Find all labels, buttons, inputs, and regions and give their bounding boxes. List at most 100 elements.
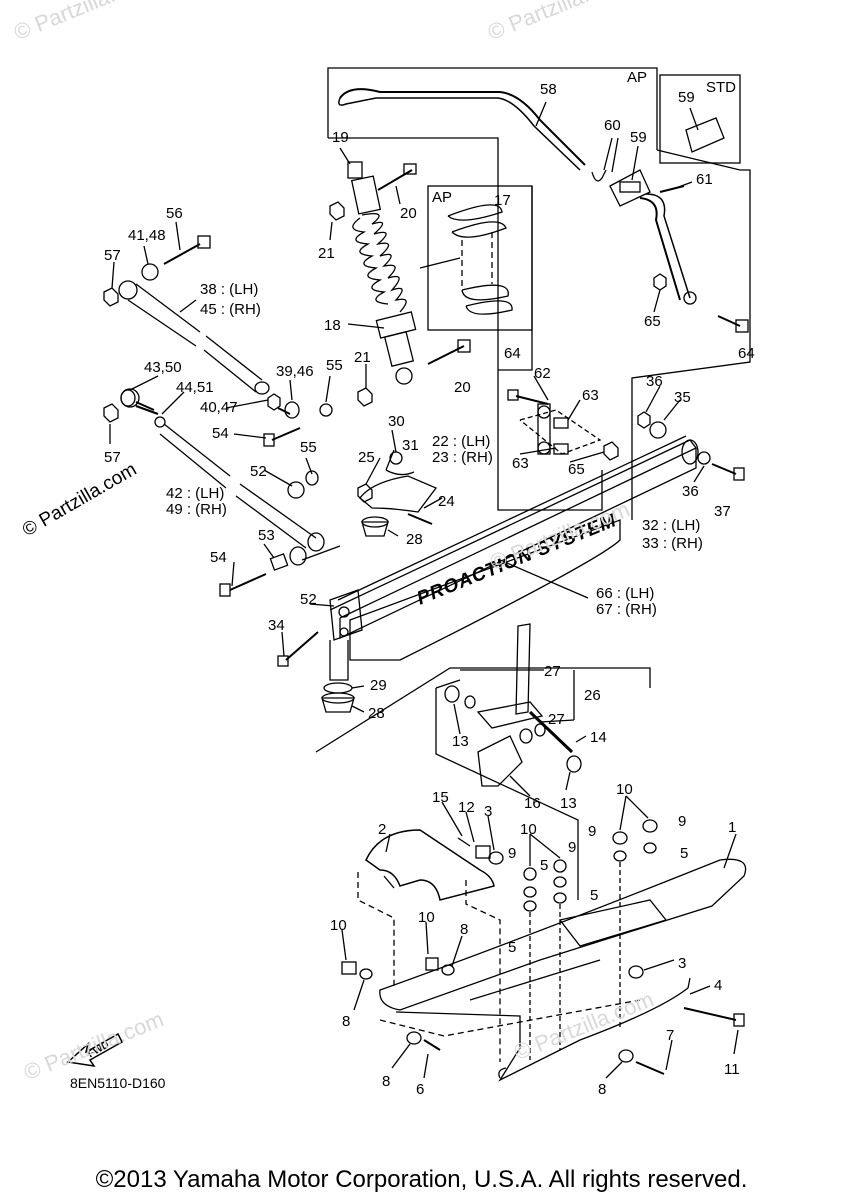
part-callout-p52a: 52 bbox=[250, 463, 267, 480]
part-callout-p19: 19 bbox=[332, 129, 349, 146]
part-callout-p3b: 3 bbox=[678, 955, 687, 972]
part-callout-p55a: 55 bbox=[326, 357, 343, 374]
part-callout-p49: 49 : (RH) bbox=[166, 501, 227, 518]
part-callout-p4350: 43,50 bbox=[144, 359, 182, 376]
part-callout-p3a: 3 bbox=[484, 803, 493, 820]
part-callout-p36a: 36 bbox=[646, 373, 663, 390]
part-callout-p27b: 27 bbox=[548, 711, 565, 728]
part-callout-p61: 61 bbox=[696, 171, 713, 188]
part-callout-p67: 67 : (RH) bbox=[596, 601, 657, 618]
part-callout-p29: 29 bbox=[370, 677, 387, 694]
part-callout-p33: 33 : (RH) bbox=[642, 535, 703, 552]
fwd-arrow-icon: FWD bbox=[66, 1032, 123, 1068]
part-callout-p4047: 40,47 bbox=[200, 399, 238, 416]
part-callout-p57b: 57 bbox=[104, 449, 121, 466]
part-callout-p8a: 8 bbox=[460, 921, 469, 938]
part-callout-p45: 45 : (RH) bbox=[200, 301, 261, 318]
part-callout-p36b: 36 bbox=[682, 483, 699, 500]
part-callout-p63b: 63 bbox=[512, 455, 529, 472]
part-callout-p5a: 5 bbox=[540, 857, 549, 874]
part-callout-p6: 6 bbox=[416, 1081, 425, 1098]
part-callout-p28b: 28 bbox=[368, 705, 385, 722]
part-callout-p66: 66 : (LH) bbox=[596, 585, 655, 602]
part-callout-p10a: 10 bbox=[520, 821, 537, 838]
part-callout-p20a: 20 bbox=[400, 205, 417, 222]
part-callout-p17: 17 bbox=[494, 192, 511, 209]
part-callout-p1: 1 bbox=[728, 819, 737, 836]
copyright: ©2013 Yamaha Motor Corporation, U.S.A. A… bbox=[95, 1166, 748, 1193]
part-callout-p4451: 44,51 bbox=[176, 379, 214, 396]
part-callout-p25: 25 bbox=[358, 449, 375, 466]
part-callout-p42: 42 : (LH) bbox=[166, 485, 225, 502]
part-callout-p10c: 10 bbox=[330, 917, 347, 934]
part-callout-p30: 30 bbox=[388, 413, 405, 430]
std-label: STD bbox=[706, 79, 736, 96]
part-callout-p14: 14 bbox=[590, 729, 607, 746]
ap-box-outline bbox=[327, 67, 658, 150]
part-callout-p10b: 10 bbox=[616, 781, 633, 798]
ap-label-top: AP bbox=[627, 69, 648, 86]
part-callout-p7: 7 bbox=[666, 1027, 675, 1044]
part-callout-p13b: 13 bbox=[560, 795, 577, 812]
part-callout-p65a: 65 bbox=[644, 313, 661, 330]
spindle-column bbox=[329, 589, 363, 681]
part-callout-p3946: 39,46 bbox=[276, 363, 314, 380]
part-callout-p9b: 9 bbox=[568, 839, 577, 856]
part-callout-p21a: 21 bbox=[318, 245, 335, 262]
upper-arm bbox=[118, 280, 270, 395]
ap-label-spring: AP bbox=[432, 189, 453, 206]
part-callout-p63a: 63 bbox=[582, 387, 599, 404]
shock-absorber bbox=[347, 161, 417, 385]
stabilizer-bar bbox=[339, 88, 586, 166]
part-callout-p5d: 5 bbox=[508, 939, 517, 956]
part-callout-p54b: 54 bbox=[210, 549, 227, 566]
part-callout-p65b: 65 bbox=[568, 461, 585, 478]
part-callout-p9d: 9 bbox=[678, 813, 687, 830]
diagram-code: 8EN5110-D160 bbox=[70, 1075, 166, 1091]
part-callout-p64a: 64 bbox=[504, 345, 521, 362]
part-callout-p52b: 52 bbox=[300, 591, 317, 608]
part-callout-p59a: 59 bbox=[678, 89, 695, 106]
part-callout-p57a: 57 bbox=[104, 247, 121, 264]
part-callout-p11: 11 bbox=[724, 1061, 740, 1078]
part-callout-p9c: 9 bbox=[588, 823, 597, 840]
part-callout-p58: 58 bbox=[540, 81, 557, 98]
ap-spring-box bbox=[427, 185, 533, 331]
part-callout-p15: 15 bbox=[432, 789, 449, 806]
spindle bbox=[444, 623, 582, 787]
part-callout-p35: 35 bbox=[674, 389, 691, 406]
part-callout-p20b: 20 bbox=[454, 379, 471, 396]
part-callout-p56: 56 bbox=[166, 205, 183, 222]
part-callout-p53: 53 bbox=[258, 527, 275, 544]
part-callout-p28a: 28 bbox=[406, 531, 423, 548]
part-callout-p12: 12 bbox=[458, 799, 475, 816]
part-callout-p5c: 5 bbox=[590, 887, 599, 904]
part-callout-p34: 34 bbox=[268, 617, 285, 634]
part-callout-p23: 23 : (RH) bbox=[432, 449, 493, 466]
part-callout-p22: 22 : (LH) bbox=[432, 433, 491, 450]
part-callout-p38: 38 : (LH) bbox=[200, 281, 259, 298]
part-callout-p8b: 8 bbox=[342, 1013, 351, 1030]
part-callout-p16: 16 bbox=[524, 795, 541, 812]
ski-handle bbox=[365, 829, 495, 901]
part-callout-p5b: 5 bbox=[680, 845, 689, 862]
part-callout-p24: 24 bbox=[438, 493, 455, 510]
part-callout-p31: 31 bbox=[402, 437, 419, 454]
part-callout-p4148: 41,48 bbox=[128, 227, 166, 244]
part-callout-p60: 60 bbox=[604, 117, 621, 134]
part-callout-p26: 26 bbox=[584, 687, 601, 704]
part-callout-p37: 37 bbox=[714, 503, 731, 520]
part-callout-p8c: 8 bbox=[382, 1073, 391, 1090]
part-callout-p9a: 9 bbox=[508, 845, 517, 862]
part-callout-p32: 32 : (LH) bbox=[642, 517, 701, 534]
part-callout-p10d: 10 bbox=[418, 909, 435, 926]
part-callout-p27a: 27 bbox=[544, 663, 561, 680]
part-callout-p2: 2 bbox=[378, 821, 387, 838]
part-callout-p21b: 21 bbox=[354, 349, 371, 366]
slide-rail bbox=[329, 435, 699, 640]
part-callout-p4: 4 bbox=[714, 977, 723, 994]
part-callout-p54a: 54 bbox=[212, 425, 229, 442]
std-box bbox=[659, 74, 741, 164]
part-callout-p64b: 64 bbox=[738, 345, 755, 362]
